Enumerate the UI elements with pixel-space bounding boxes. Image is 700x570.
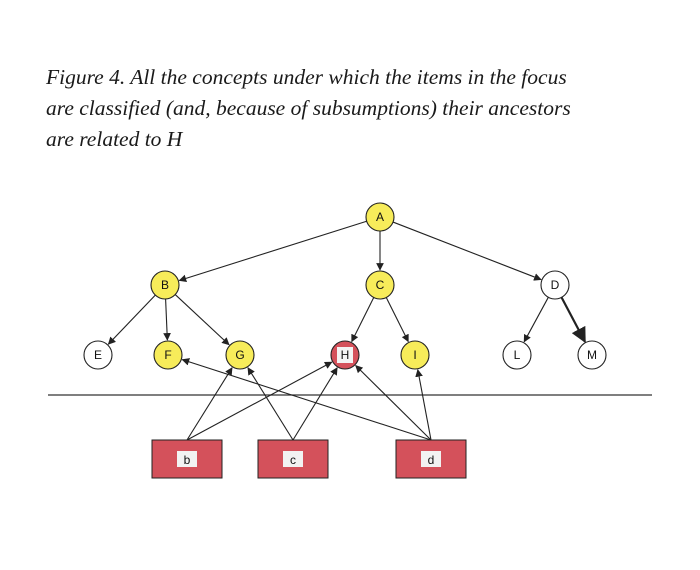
hierarchy-edge-B-F — [163, 298, 171, 341]
classification-edge-d-F — [181, 358, 432, 441]
classification-edge-c-G — [247, 367, 294, 441]
concept-node-A[interactable]: A — [365, 202, 395, 232]
focus-item-b[interactable]: b — [151, 439, 223, 479]
concept-node-L[interactable]: L — [502, 340, 532, 370]
concept-node-E[interactable]: E — [83, 340, 113, 370]
focus-item-d[interactable]: d — [395, 439, 467, 479]
concept-node-G[interactable]: G — [225, 340, 255, 370]
concept-node-label-B: B — [161, 278, 169, 292]
focus-item-label-b: b — [184, 453, 191, 467]
hierarchy-edge-C-I — [385, 297, 409, 343]
edges-layer — [107, 220, 586, 441]
concept-node-circle-A — [365, 202, 395, 232]
focus-item-label-bg-b — [177, 451, 197, 467]
classification-edge-b-G — [186, 367, 233, 441]
concept-node-label-G: G — [235, 348, 244, 362]
concept-node-circle-F — [153, 340, 183, 370]
focus-item-label-bg-c — [283, 451, 303, 467]
concept-node-I[interactable]: I — [400, 340, 430, 370]
concept-node-circle-B — [150, 270, 180, 300]
classification-edge-d-I — [415, 368, 432, 441]
concept-node-label-D: D — [551, 278, 560, 292]
classification-edge-b-H — [186, 361, 333, 441]
concept-node-circle-L — [502, 340, 532, 370]
concept-node-label-E: E — [94, 348, 102, 362]
focus-item-label-d: d — [428, 453, 435, 467]
concept-node-C[interactable]: C — [365, 270, 395, 300]
hierarchy-edge-A-B — [178, 220, 367, 283]
hierarchy-edge-D-L — [523, 297, 549, 343]
concept-node-circle-M — [577, 340, 607, 370]
classification-edge-d-H — [355, 365, 432, 441]
concept-node-label-I: I — [413, 348, 416, 362]
concept-node-F[interactable]: F — [153, 340, 183, 370]
caption-line-1: Figure 4. All the concepts under which t… — [46, 65, 567, 89]
focus-item-label-c: c — [290, 453, 296, 467]
concept-node-circle-E — [83, 340, 113, 370]
focus-item-box-d — [395, 439, 467, 479]
focus-label-bg — [337, 347, 353, 363]
concept-node-label-F: F — [164, 348, 171, 362]
hierarchy-edge-A-D — [392, 221, 542, 281]
concept-node-label-C: C — [376, 278, 385, 292]
concept-node-H[interactable]: H — [330, 340, 360, 370]
focus-item-c[interactable]: c — [257, 439, 329, 479]
hierarchy-edge-B-G — [174, 294, 230, 346]
hierarchy-edge-D-M — [560, 296, 586, 344]
concept-node-circle-C — [365, 270, 395, 300]
concept-node-circle-D — [540, 270, 570, 300]
focus-item-label-bg-d — [421, 451, 441, 467]
concept-node-B[interactable]: B — [150, 270, 180, 300]
caption-line-3: are related to H — [46, 127, 183, 151]
concept-node-circle-G — [225, 340, 255, 370]
concept-node-M[interactable]: M — [577, 340, 607, 370]
nodes-layer: A B C D E F G H I L M — [83, 202, 607, 370]
items-layer: b c d — [151, 439, 467, 479]
hierarchy-edge-C-H — [351, 297, 375, 343]
classification-edge-c-H — [292, 367, 338, 441]
concept-node-label-A: A — [376, 210, 384, 224]
caption-line-2: are classified (and, because of subsumpt… — [46, 96, 571, 120]
hierarchy-edge-B-E — [107, 294, 156, 345]
concept-node-label-M: M — [587, 348, 597, 362]
figure-caption: Figure 4. All the concepts under which t… — [46, 62, 666, 155]
concept-node-D[interactable]: D — [540, 270, 570, 300]
concept-node-label-L: L — [514, 348, 521, 362]
concept-node-label-H: H — [341, 348, 350, 362]
concept-node-circle-I — [400, 340, 430, 370]
